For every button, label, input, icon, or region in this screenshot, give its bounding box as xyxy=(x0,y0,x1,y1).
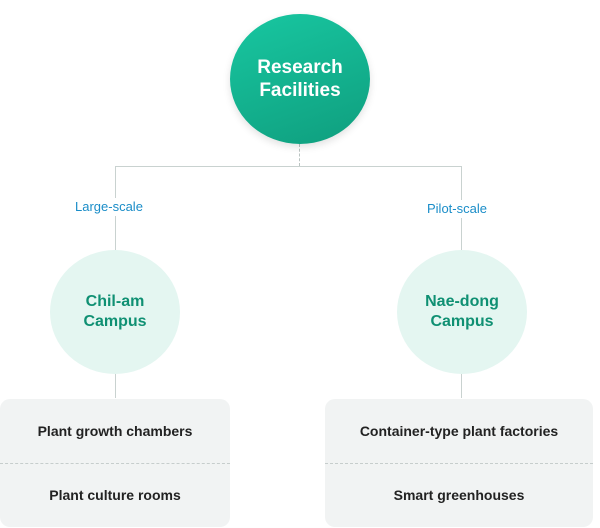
right-branch-line-bottom xyxy=(461,374,462,398)
root-connector-dashed xyxy=(299,144,300,166)
facility-item: Plant growth chambers xyxy=(37,423,193,439)
facility-divider xyxy=(0,463,230,464)
facility-item: Container-type plant factories xyxy=(359,423,559,439)
facility-item: Plant culture rooms xyxy=(49,487,181,503)
chil-am-campus-line1: Chil-am xyxy=(85,293,145,310)
chil-am-facilities-box: Plant growth chambers Plant culture room… xyxy=(0,399,230,527)
root-title-line1: Research xyxy=(257,57,343,78)
large-scale-label: Large-scale xyxy=(71,198,147,216)
horizontal-connector xyxy=(115,166,462,167)
left-branch-line-bottom xyxy=(115,374,116,398)
nae-dong-facilities-box: Container-type plant factories Smart gre… xyxy=(325,399,593,527)
nae-dong-campus-line1: Nae-dong xyxy=(425,293,499,310)
research-facilities-node: Research Facilities xyxy=(230,14,370,144)
chil-am-campus-node: Chil-am Campus xyxy=(50,250,180,374)
nae-dong-campus-line2: Campus xyxy=(430,313,494,330)
pilot-scale-label: Pilot-scale xyxy=(423,200,491,218)
root-title: Research Facilities xyxy=(240,56,360,102)
facility-divider xyxy=(325,463,593,464)
chil-am-campus-title: Chil-am Campus xyxy=(65,292,165,332)
root-title-line2: Facilities xyxy=(259,80,341,101)
nae-dong-campus-title: Nae-dong Campus xyxy=(412,292,512,332)
chil-am-campus-line2: Campus xyxy=(83,313,147,330)
nae-dong-campus-node: Nae-dong Campus xyxy=(397,250,527,374)
facility-item: Smart greenhouses xyxy=(393,487,525,503)
